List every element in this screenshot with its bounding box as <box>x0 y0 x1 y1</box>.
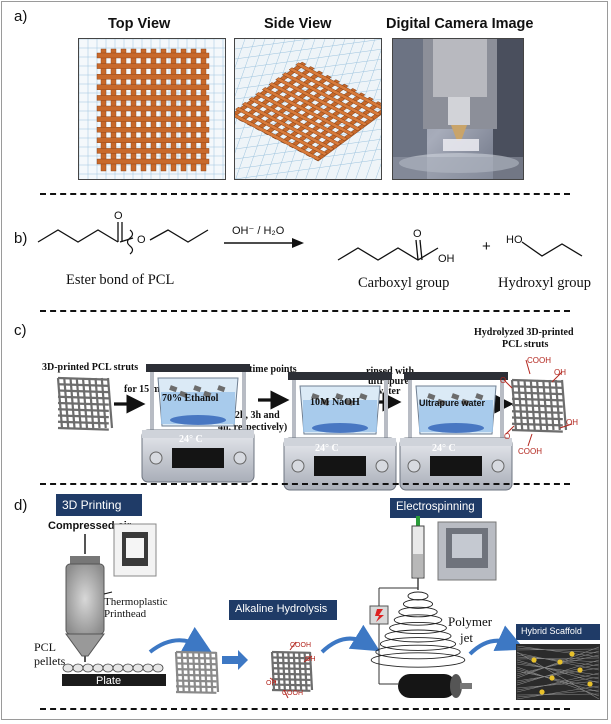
printer-nozzle-photo <box>393 39 523 179</box>
rinsed-line-2: ultrapure <box>368 376 409 387</box>
panel-a-label: a) <box>14 8 28 25</box>
top-view-scaffold <box>79 39 225 179</box>
thermoplastic-label: Thermoplastic <box>104 596 168 608</box>
oh-label-2: OH <box>566 418 578 427</box>
camera-photo <box>392 38 524 180</box>
hydrolyzed-line-1: Hydrolyzed 3D-printed <box>474 327 574 338</box>
printed-mesh <box>174 650 220 694</box>
ester-oxygen: O <box>137 234 146 246</box>
fabrication-workflow <box>62 516 600 700</box>
alcohol-ho: HO <box>506 234 523 246</box>
cooh-label-1: COOH <box>527 356 551 365</box>
plate-label: Plate <box>96 675 122 687</box>
camera-title: Digital Camera Image <box>386 16 534 32</box>
hydroxyl-caption: Hydroxyl group <box>498 275 592 291</box>
naoh-label: 10M NaOH <box>310 397 360 408</box>
temp-display-1: 24° C <box>179 434 203 445</box>
hydrolysis-box: Alkaline Hydrolysis <box>229 600 337 620</box>
acid-oh: OH <box>438 253 455 265</box>
oh-label-1: OH <box>554 368 566 377</box>
divider-1 <box>40 193 570 195</box>
hydrolyzed-mesh <box>269 641 314 699</box>
d-cooh-1: COOH <box>290 642 311 649</box>
rinsed-line-1: rinsed with <box>366 366 415 377</box>
times-line-1: (1h, 2h, 3h and <box>216 410 280 421</box>
d-cooh-2: COOH <box>282 690 303 697</box>
divider-2 <box>40 310 570 312</box>
polymer-label: Polymer <box>448 614 493 629</box>
side-view-scaffold <box>235 39 381 179</box>
ester-caption: Ester bond of PCL <box>66 272 175 288</box>
divider-4 <box>40 708 570 710</box>
panel-c-label: c) <box>14 322 27 339</box>
hydrolysis-reaction-scheme <box>37 222 583 261</box>
ester-carbonyl-o: O <box>114 210 123 222</box>
electrospinning-box: Electrospinning <box>390 498 482 518</box>
d-oh-2: OH <box>266 680 277 687</box>
compressed-air-label: Compressed air <box>48 520 132 532</box>
temp-display-3: 24° C <box>432 443 456 454</box>
panel-b-label: b) <box>14 230 28 247</box>
printing-box: 3D Printing <box>56 494 142 516</box>
top-view-image <box>78 38 226 180</box>
cooh-label-2: COOH <box>518 447 542 456</box>
printhead-label: Printhead <box>104 608 147 620</box>
treatment-process-flow <box>56 359 573 491</box>
pcl-label: PCL <box>34 640 57 654</box>
water-label: Ultrapure water <box>419 398 486 408</box>
o-label-2: O <box>504 432 511 441</box>
reagent-label: OH⁻ / H₂O <box>232 225 285 237</box>
acid-carbonyl-o: O <box>413 228 422 240</box>
o-label-1: O <box>500 376 507 385</box>
temp-display-2: 24° C <box>315 443 339 454</box>
top-view-title: Top View <box>108 16 171 32</box>
jet-label: jet <box>460 630 473 645</box>
panel-d-label: d) <box>14 497 28 514</box>
d-oh-1: OH <box>305 656 316 663</box>
struts-label: 3D-printed PCL struts <box>42 362 139 373</box>
side-view-image <box>234 38 382 180</box>
various-time-label: various time points <box>215 364 297 375</box>
times-line-2: 4h, respectively) <box>218 422 288 433</box>
divider-3 <box>40 483 570 485</box>
side-view-title: Side View <box>264 16 332 32</box>
hybrid-scaffold-box: Hybrid Scaffold <box>516 624 600 640</box>
hydrolyzed-line-2: PCL struts <box>502 339 549 350</box>
hydrolyzed-struts-mesh <box>503 359 573 447</box>
time-15min: for 15 min <box>124 384 169 395</box>
rinsed-line-3: water <box>376 386 401 397</box>
pellets-label: pellets <box>34 654 66 668</box>
carboxyl-caption: Carboxyl group <box>358 275 450 291</box>
plus-sign: + <box>482 238 491 255</box>
pcl-struts-mesh <box>56 376 114 431</box>
ethanol-label: 70% Ethanol <box>162 393 219 404</box>
